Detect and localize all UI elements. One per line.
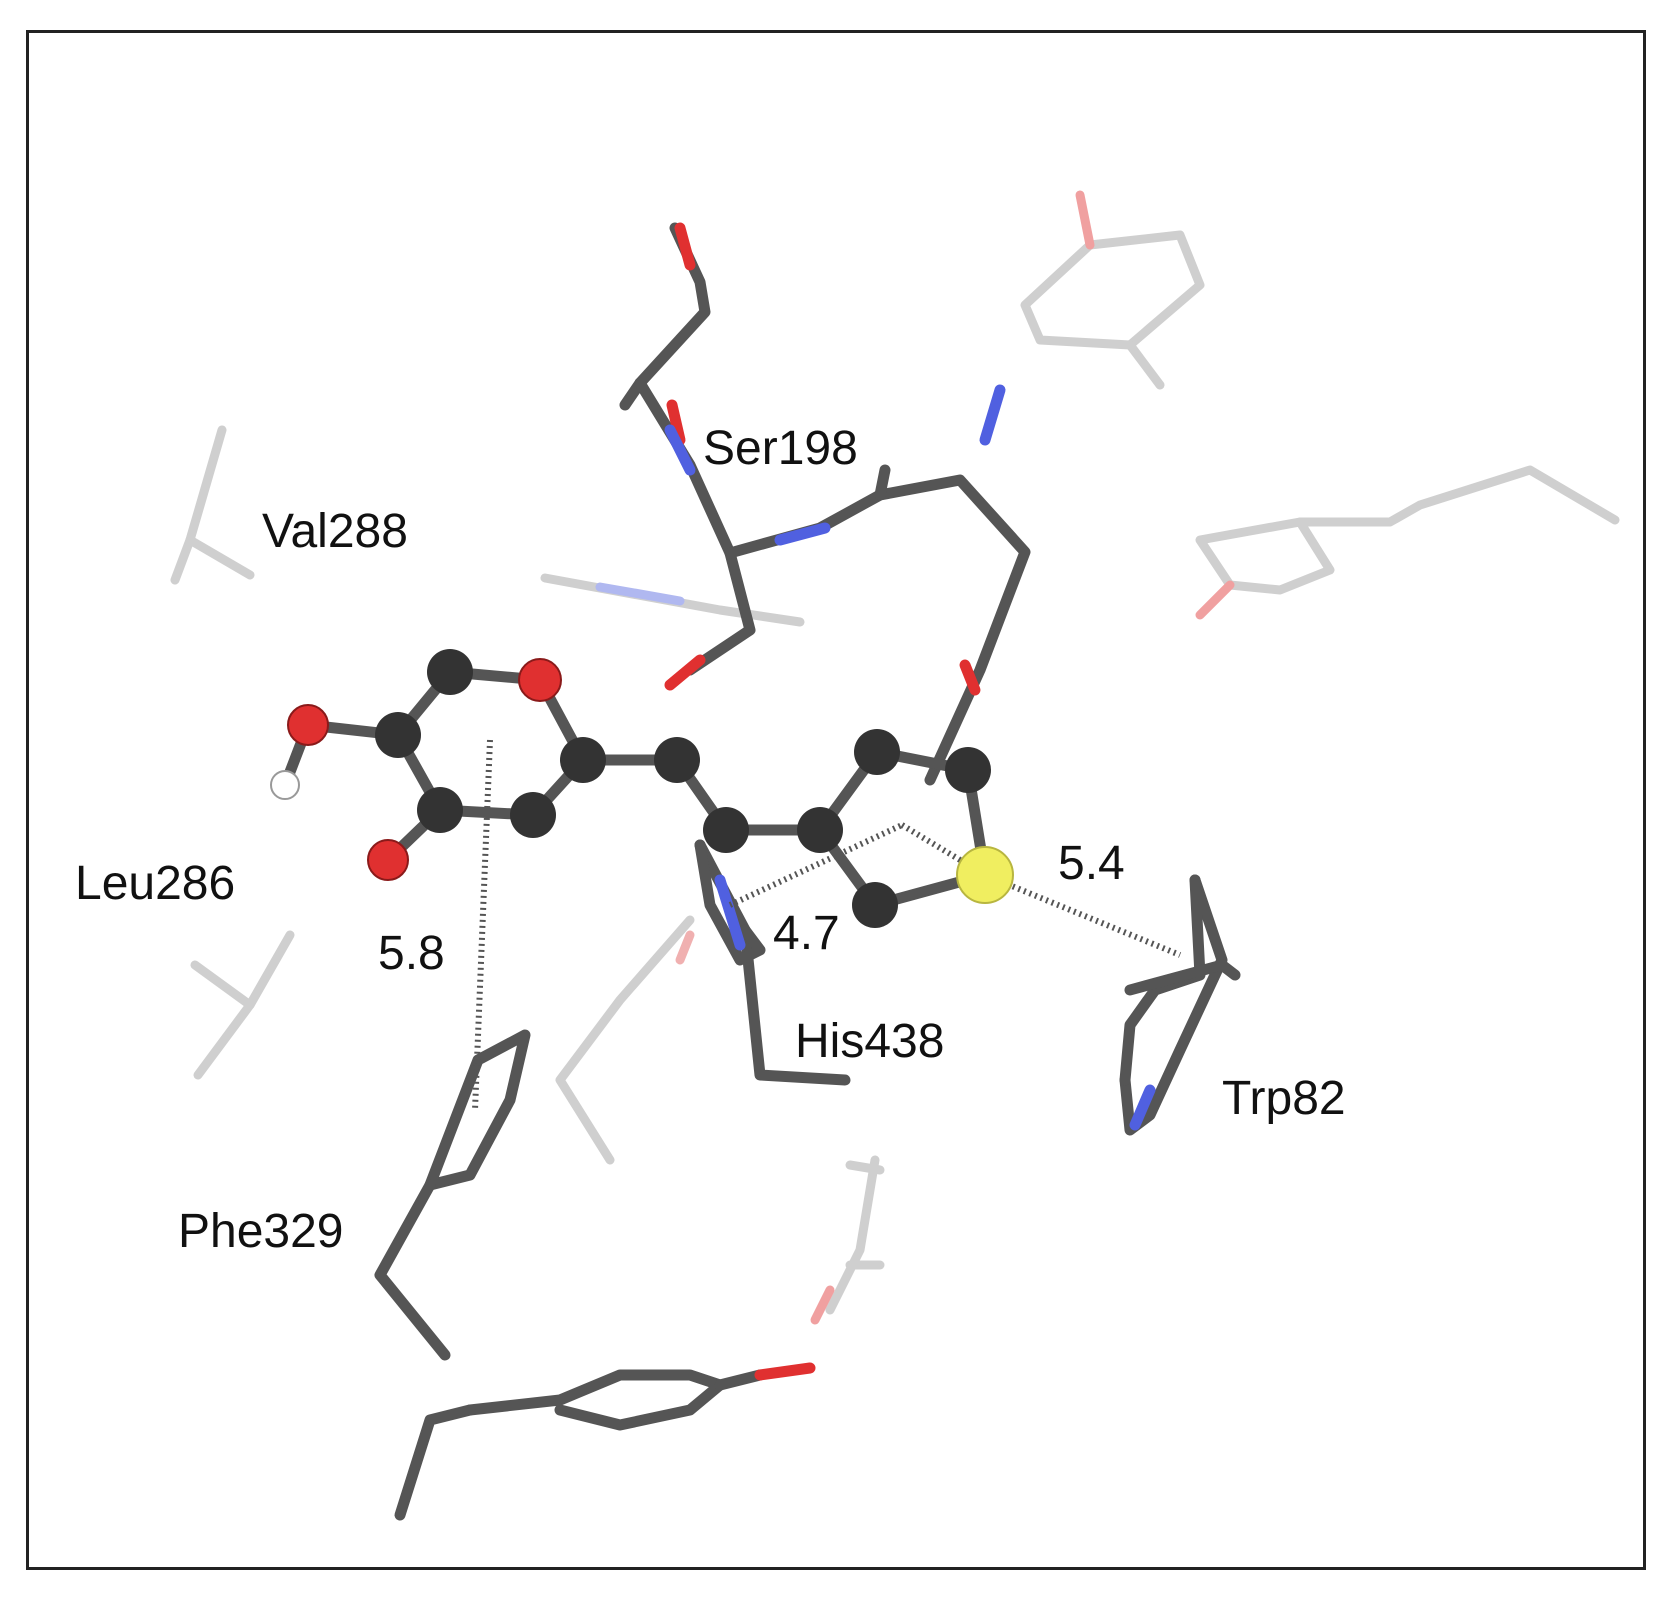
faded-ring-topright bbox=[1020, 230, 1205, 350]
faded-oxygen-bottom bbox=[810, 1285, 835, 1325]
distance-label-phe329: 5.8 bbox=[378, 927, 445, 980]
distance-label-his438: 4.7 bbox=[773, 907, 840, 960]
faded-chain-lower bbox=[555, 915, 695, 1165]
phe329-ring bbox=[424, 1029, 531, 1191]
carbon-atom bbox=[945, 747, 991, 793]
carbon-atom bbox=[854, 729, 900, 775]
ser198-oxygen-top bbox=[674, 222, 696, 271]
carbon-atom bbox=[797, 807, 843, 853]
distance-line-his438-b bbox=[900, 822, 987, 878]
tyr-bottom-link bbox=[714, 1369, 766, 1391]
trp82-ring-c bbox=[1124, 959, 1241, 996]
carbon-atom bbox=[510, 792, 556, 838]
distance-lines bbox=[472, 739, 1182, 1111]
distance-label-trp82: 5.4 bbox=[1058, 837, 1125, 890]
sulfur-atom bbox=[956, 846, 1014, 904]
distance-line-trp82 bbox=[983, 872, 1182, 958]
carbon-atom bbox=[703, 807, 749, 853]
carbon-atom bbox=[560, 737, 606, 783]
faded-nitrogen-center bbox=[595, 582, 685, 606]
faded-tyr-right bbox=[1295, 465, 1620, 527]
label-trp82: Trp82 bbox=[1222, 1072, 1346, 1125]
label-ser198: Ser198 bbox=[703, 422, 858, 475]
ser198-oxygen-right bbox=[959, 659, 981, 696]
trp82-ring-b bbox=[1119, 874, 1206, 1086]
tyr-bottom-ring bbox=[464, 1369, 726, 1431]
faded-small-bottom bbox=[825, 1155, 880, 1315]
val288-branch bbox=[185, 535, 255, 580]
trp82-ring-a bbox=[1119, 874, 1228, 1136]
faded-oxygen-lower bbox=[675, 930, 695, 965]
ser198-nitrogen bbox=[664, 424, 696, 476]
carbon-atom bbox=[375, 712, 421, 758]
distance-line-phe329 bbox=[472, 739, 493, 1111]
oxygen-atom bbox=[367, 839, 409, 881]
ser198-nitrogen-top bbox=[979, 384, 1006, 446]
label-val288: Val288 bbox=[262, 505, 408, 558]
label-phe329: Phe329 bbox=[178, 1205, 344, 1258]
leu286-branch bbox=[190, 960, 255, 1010]
faded-oxygen-top bbox=[1075, 190, 1095, 250]
tyr-bottom-chain bbox=[394, 1404, 476, 1521]
label-his438: His438 bbox=[795, 1015, 945, 1068]
carbon-atom bbox=[417, 787, 463, 833]
ser198-oxygen-lower bbox=[664, 654, 706, 691]
faded-small-bottom-top bbox=[845, 1160, 885, 1175]
faded-residues bbox=[170, 230, 1620, 1315]
faded-tyr-ring bbox=[1195, 517, 1335, 595]
faded-ring-topright-tail bbox=[1125, 340, 1165, 390]
label-leu286: Leu286 bbox=[75, 857, 236, 910]
his438-ring bbox=[694, 839, 766, 966]
faded-heteroatoms bbox=[595, 190, 1235, 1325]
carbon-atom bbox=[427, 649, 473, 695]
hydrogen-atom bbox=[270, 770, 300, 800]
dark-heteroatoms bbox=[664, 222, 1156, 1381]
oxygen-atom bbox=[518, 658, 562, 702]
ligand-atoms bbox=[270, 649, 1014, 928]
phe329-chain bbox=[374, 1179, 451, 1361]
carbon-atom bbox=[852, 882, 898, 928]
ser198-carbonyl bbox=[874, 464, 891, 501]
his438-nitrogen bbox=[714, 874, 746, 951]
tyr-bottom-oxygen bbox=[754, 1362, 816, 1381]
distance-line-his438 bbox=[728, 822, 904, 908]
faded-oxygen-right bbox=[1195, 580, 1235, 620]
trp82-nitrogen bbox=[1129, 1084, 1156, 1131]
oxygen-atom bbox=[287, 704, 329, 746]
ser198-nitrogen-link bbox=[774, 522, 831, 546]
carbon-atom bbox=[654, 737, 700, 783]
ser198-oxygen-mid bbox=[666, 399, 686, 446]
